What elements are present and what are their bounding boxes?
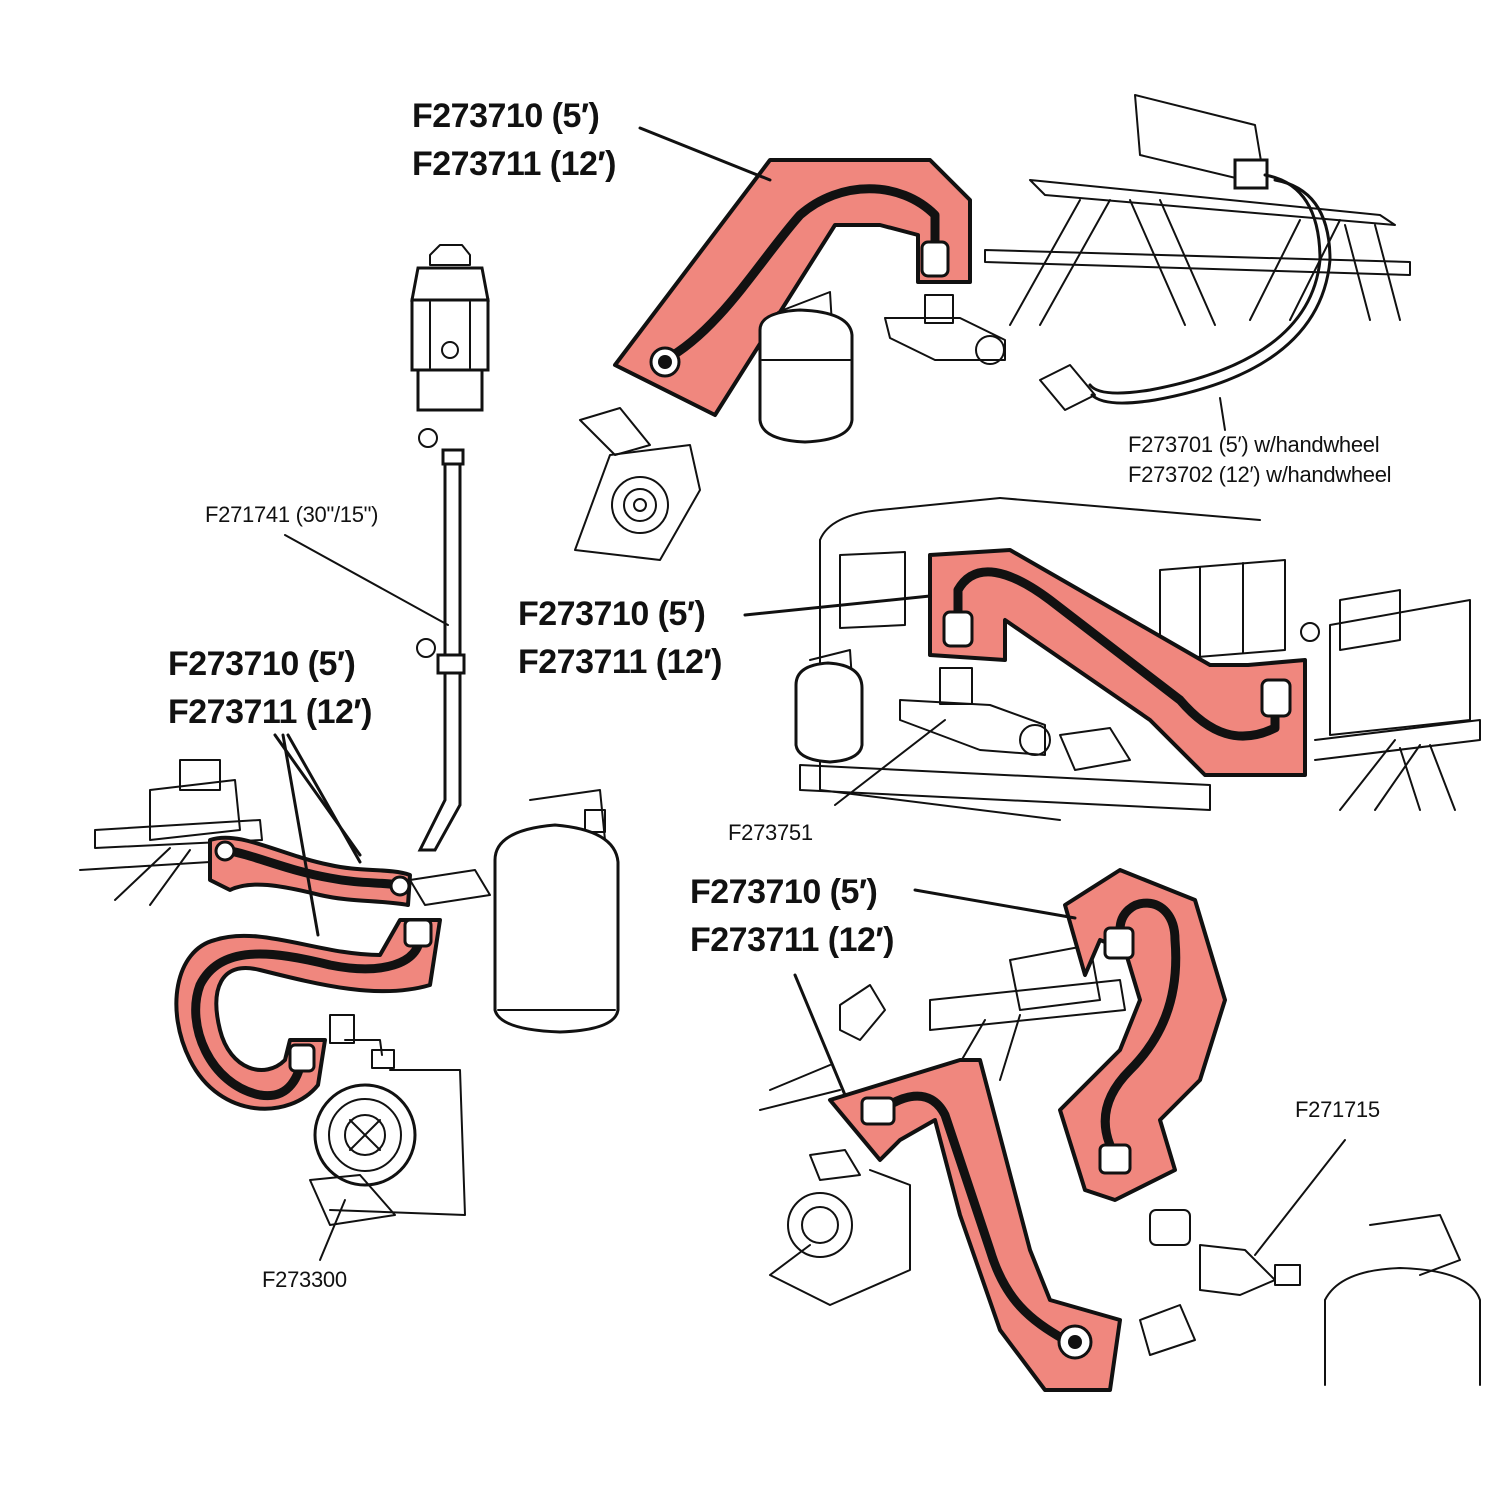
propane-tank-left-icon xyxy=(493,789,620,1034)
leader-tee-bottom xyxy=(1254,1139,1346,1256)
hose-bottom-part-12ft: F273711 (12′) xyxy=(690,921,894,959)
hose-top-group xyxy=(613,158,972,417)
heater-left-icon xyxy=(309,1014,466,1226)
hose-left-upper-group xyxy=(208,835,412,907)
leader-tee-mid xyxy=(834,719,946,806)
propane-tank-top-icon xyxy=(758,291,854,444)
hose-left-part-5ft: F273710 (5′) xyxy=(168,645,356,683)
hose-bottom-left-group xyxy=(828,1058,1122,1392)
tee2-label: F271715 xyxy=(1295,1097,1380,1122)
campsite-bottom-icon xyxy=(759,944,1126,1111)
stove-heater-top-icon xyxy=(574,407,701,561)
lantern-post-icon xyxy=(409,428,491,906)
hose-top-part-5ft: F273710 (5′) xyxy=(412,97,600,135)
hose-mid-part-12ft: F273711 (12′) xyxy=(518,643,722,681)
leader-bottom-2 xyxy=(793,973,847,1097)
tee-label: F273751 xyxy=(728,820,813,845)
leader-post xyxy=(284,534,449,626)
picnic-table-top-icon xyxy=(984,94,1411,411)
hose-bottom-right-group xyxy=(1058,868,1227,1202)
hose-bottom-part-5ft: F273710 (5′) xyxy=(690,873,878,911)
tee-fitting-bottom-icon xyxy=(1139,1209,1301,1356)
leader-heater xyxy=(319,1199,346,1261)
leader-bottom-1 xyxy=(913,888,1077,920)
hose-bottom-label: F273710 (5′) F273711 (12′) xyxy=(690,868,894,964)
handwheel-hose-label: F273701 (5′) w/handwheel F273702 (12′) w… xyxy=(1128,430,1392,490)
leader-top xyxy=(638,126,772,182)
post-label: F271741 (30"/15") xyxy=(205,502,379,527)
hose-mid-label: F273710 (5′) F273711 (12′) xyxy=(518,590,722,686)
hose-top-part-12ft: F273711 (12′) xyxy=(412,145,616,183)
leader-mid xyxy=(743,594,932,617)
tee-fitting-mid-icon xyxy=(899,667,1131,771)
leaders-left xyxy=(273,733,362,937)
handwheel-part-12ft: F273702 (12′) w/handwheel xyxy=(1128,462,1392,487)
hose-mid-part-5ft: F273710 (5′) xyxy=(518,595,706,633)
stove-bottom-icon xyxy=(769,1149,911,1306)
propane-tank-bottom-icon xyxy=(1324,1214,1481,1386)
propane-tank-mid-icon xyxy=(794,649,864,764)
hose-left-lower-group xyxy=(174,918,442,1111)
tee-fitting-top-icon xyxy=(884,294,1006,365)
heater-label: F273300 xyxy=(262,1267,347,1292)
picnic-table-left-icon xyxy=(79,759,263,906)
leader-handwheel xyxy=(1219,397,1226,431)
hose-top-label: F273710 (5′) F273711 (12′) xyxy=(412,92,616,188)
lantern-icon xyxy=(410,244,490,412)
rv-trailer-icon xyxy=(799,497,1286,821)
hose-middle-group xyxy=(928,548,1307,777)
hose-left-label: F273710 (5′) F273711 (12′) xyxy=(168,640,372,736)
picnic-table-mid-icon xyxy=(1300,589,1481,811)
handwheel-part-5ft: F273701 (5′) w/handwheel xyxy=(1128,432,1380,457)
hose-left-part-12ft: F273711 (12′) xyxy=(168,693,372,731)
